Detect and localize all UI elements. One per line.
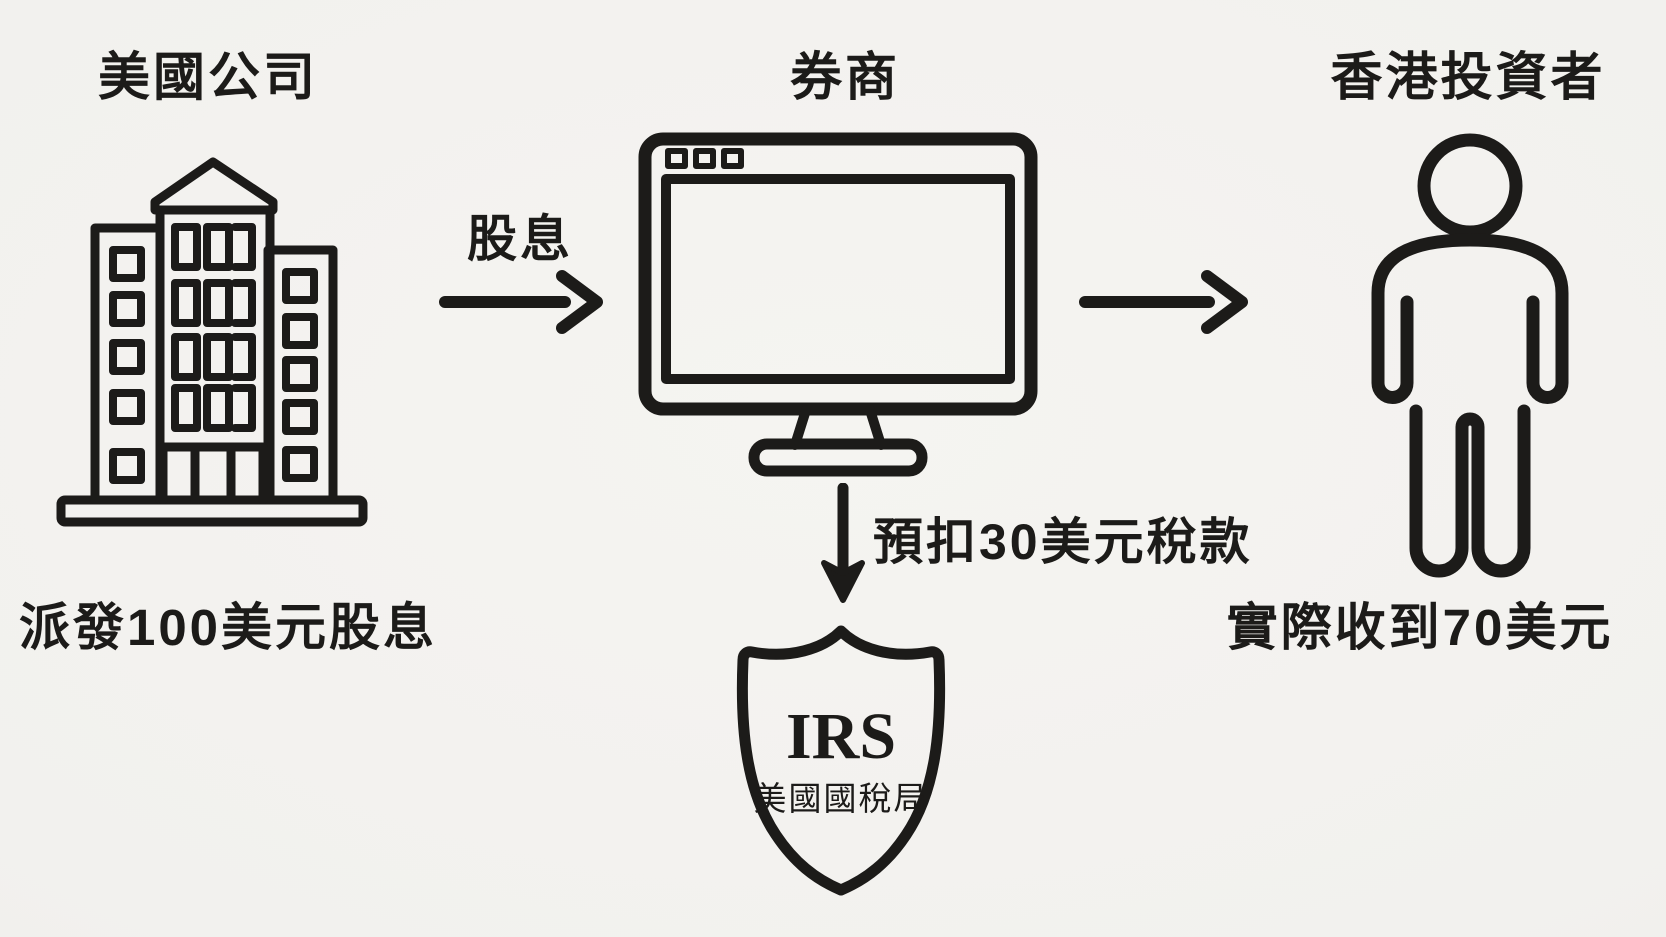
broker-title: 券商: [789, 49, 900, 107]
arrow-right-icon: [439, 270, 603, 334]
monitor-icon: [638, 132, 1038, 477]
investor-caption: 實際收到70美元: [1226, 599, 1614, 656]
arrow-down-icon: [821, 483, 865, 603]
withholding-flow-label: 預扣30美元稅款: [873, 514, 1253, 570]
company-title: 美國公司: [97, 49, 318, 107]
dividend-flow-label: 股息: [467, 211, 573, 267]
company-caption: 派發100美元股息: [18, 599, 438, 656]
irs-name: 美國國稅局: [754, 780, 929, 817]
shield-icon: IRS 美國國稅局: [736, 625, 946, 896]
building-icon: [56, 157, 368, 527]
arrow-right-icon: [1079, 270, 1248, 334]
irs-acronym: IRS: [786, 700, 896, 773]
investor-title: 香港投資者: [1330, 49, 1606, 107]
person-icon: [1371, 133, 1569, 578]
